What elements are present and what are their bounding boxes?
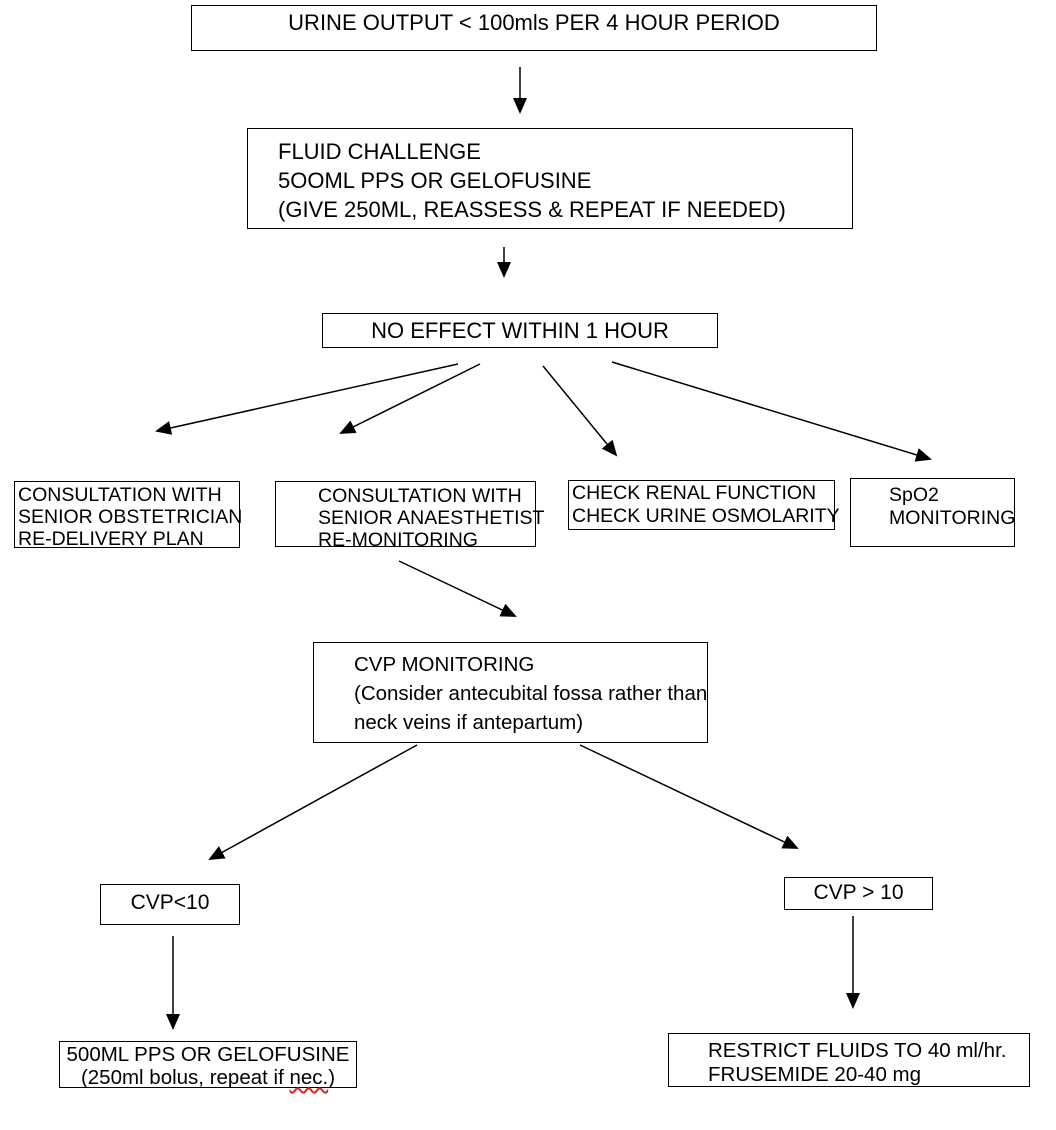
arrow-noeffect-to-renal xyxy=(542,365,618,457)
node-text: CHECK URINE OSMOLARITY xyxy=(572,505,840,527)
node-fluid-challenge: FLUID CHALLENGE 5OOML PPS OR GELOFUSINE … xyxy=(247,128,853,229)
node-text: CONSULTATION WITH xyxy=(318,485,522,507)
node-text: SpO2 xyxy=(889,484,939,506)
node-text: FRUSEMIDE 20-40 mg xyxy=(708,1063,922,1086)
node-text: CVP MONITORING xyxy=(354,653,535,676)
node-urine-output: URINE OUTPUT < 100mls PER 4 HOUR PERIOD xyxy=(191,5,877,51)
node-text: RESTRICT FLUIDS TO 40 ml/hr. xyxy=(708,1039,1007,1062)
arrow-noeffect-to-obstetrician xyxy=(155,363,459,435)
node-500ml-pps: 500ML PPS OR GELOFUSINE (250ml bolus, re… xyxy=(59,1041,357,1089)
node-spo2-monitoring: SpO2 MONITORING xyxy=(850,478,1015,547)
node-check-renal-function: CHECK RENAL FUNCTION CHECK URINE OSMOLAR… xyxy=(568,480,840,530)
arrow-cvp-to-cvphigh xyxy=(579,744,799,849)
node-text-fragment: ) xyxy=(328,1066,336,1089)
node-text: neck veins if antepartum) xyxy=(354,711,584,734)
node-cvp-less-than-10: CVP<10 xyxy=(100,884,240,925)
node-text: 500ML PPS OR GELOFUSINE xyxy=(66,1043,350,1066)
node-text: SENIOR OBSTETRICIAN xyxy=(18,506,243,528)
node-text: MONITORING xyxy=(889,507,1016,529)
node-text: CONSULTATION WITH xyxy=(18,484,222,506)
arrow-noeffect-to-spo2 xyxy=(611,361,932,462)
arrow-anaesthetist-to-cvp xyxy=(398,560,517,617)
node-consult-obstetrician: CONSULTATION WITH SENIOR OBSTETRICIAN RE… xyxy=(14,481,243,550)
node-text: NO EFFECT WITHIN 1 HOUR xyxy=(371,318,669,343)
node-consult-anaesthetist: CONSULTATION WITH SENIOR ANAESTHETIST RE… xyxy=(275,481,545,551)
arrow-cvp-to-cvplow xyxy=(208,744,418,860)
arrow-noeffect-to-anaesthetist xyxy=(339,363,481,434)
node-text: RE-MONITORING xyxy=(318,529,478,551)
node-text: CVP > 10 xyxy=(813,881,904,904)
node-text: FLUID CHALLENGE xyxy=(278,139,481,164)
node-text: CVP<10 xyxy=(130,891,210,914)
spellcheck-underlined-word: nec. xyxy=(289,1066,329,1089)
node-text: (GIVE 250ML, REASSESS & REPEAT IF NEEDED… xyxy=(278,197,786,222)
node-text: 5OOML PPS OR GELOFUSINE xyxy=(278,168,592,193)
node-text: SENIOR ANAESTHETIST xyxy=(318,507,545,529)
node-text: (Consider antecubital fossa rather than xyxy=(354,682,708,705)
node-text: URINE OUTPUT < 100mls PER 4 HOUR PERIOD xyxy=(288,10,780,35)
node-text: (250ml bolus, repeat if nec.) xyxy=(60,1066,356,1089)
node-cvp-greater-than-10: CVP > 10 xyxy=(784,877,933,910)
node-no-effect: NO EFFECT WITHIN 1 HOUR xyxy=(322,313,718,348)
node-text-fragment: (250ml bolus, repeat if xyxy=(80,1066,290,1089)
node-text: RE-DELIVERY PLAN xyxy=(18,528,204,550)
node-cvp-monitoring: CVP MONITORING (Consider antecubital fos… xyxy=(313,642,708,743)
node-restrict-fluids: RESTRICT FLUIDS TO 40 ml/hr. FRUSEMIDE 2… xyxy=(668,1033,1030,1087)
node-text: CHECK RENAL FUNCTION xyxy=(572,482,817,504)
